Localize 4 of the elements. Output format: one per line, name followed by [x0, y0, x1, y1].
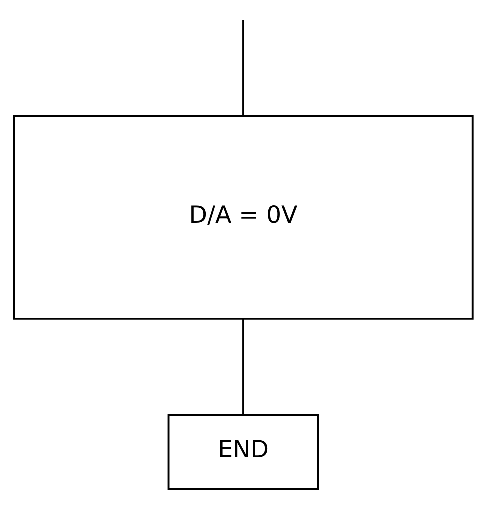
connector	[242, 319, 244, 415]
node-box: END	[168, 414, 320, 490]
connector	[242, 20, 244, 116]
node-box: D/A = 0V	[13, 115, 474, 320]
